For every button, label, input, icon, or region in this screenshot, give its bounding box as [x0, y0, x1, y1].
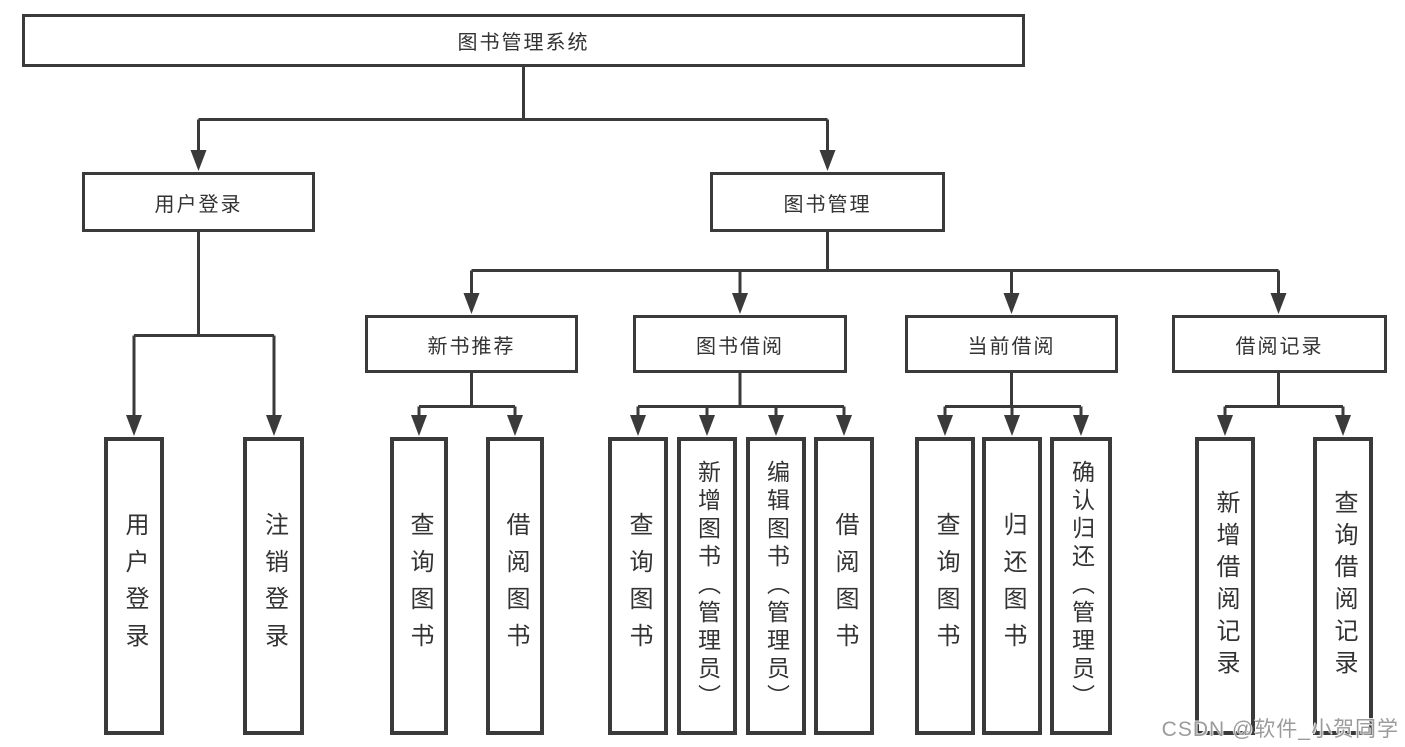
node-new-book-recommend: 新书推荐 — [365, 315, 578, 373]
node-current-borrow: 当前借阅 — [905, 315, 1118, 373]
leaf-records-add-record: 新增借阅记录 — [1195, 437, 1255, 735]
leaf-borrow-borrow-books: 借阅图书 — [814, 437, 874, 735]
leaf-user-login: 用户登录 — [104, 437, 164, 735]
node-root: 图书管理系统 — [22, 14, 1025, 67]
leaf-borrow-add-books-admin: 新增图书（管理员） — [677, 437, 737, 735]
leaf-borrow-edit-books-admin: 编辑图书（管理员） — [746, 437, 806, 735]
node-root-label: 图书管理系统 — [457, 32, 590, 54]
node-borrow-records: 借阅记录 — [1172, 315, 1387, 373]
node-current-borrow-label: 当前借阅 — [967, 335, 1056, 358]
leaf-borrow-query-books: 查询图书 — [608, 437, 668, 735]
connector-lines — [132, 67, 1345, 423]
leaf-current-return-books: 归还图书 — [982, 437, 1042, 735]
csdn-watermark: CSDN @软件_小贺同学 — [1161, 718, 1399, 741]
node-book-management: 图书管理 — [710, 172, 945, 232]
node-book-borrow: 图书借阅 — [633, 315, 847, 373]
node-new-book-recommend-label: 新书推荐 — [427, 335, 516, 358]
node-borrow-records-label: 借阅记录 — [1235, 335, 1324, 358]
leaf-recommend-borrow-books: 借阅图书 — [486, 437, 544, 735]
leaf-current-query-books: 查询图书 — [915, 437, 975, 735]
leaf-records-query-record: 查询借阅记录 — [1313, 437, 1373, 735]
leaf-current-confirm-return-admin: 确认归还（管理员） — [1050, 437, 1112, 735]
leaf-logout: 注销登录 — [243, 437, 304, 735]
arrowheads — [126, 150, 1351, 436]
node-user-login: 用户登录 — [82, 172, 315, 232]
node-book-borrow-label: 图书借阅 — [696, 335, 784, 358]
node-user-login-label: 用户登录 — [154, 193, 243, 216]
leaf-recommend-query-books: 查询图书 — [390, 437, 448, 735]
node-book-management-label: 图书管理 — [783, 193, 872, 216]
